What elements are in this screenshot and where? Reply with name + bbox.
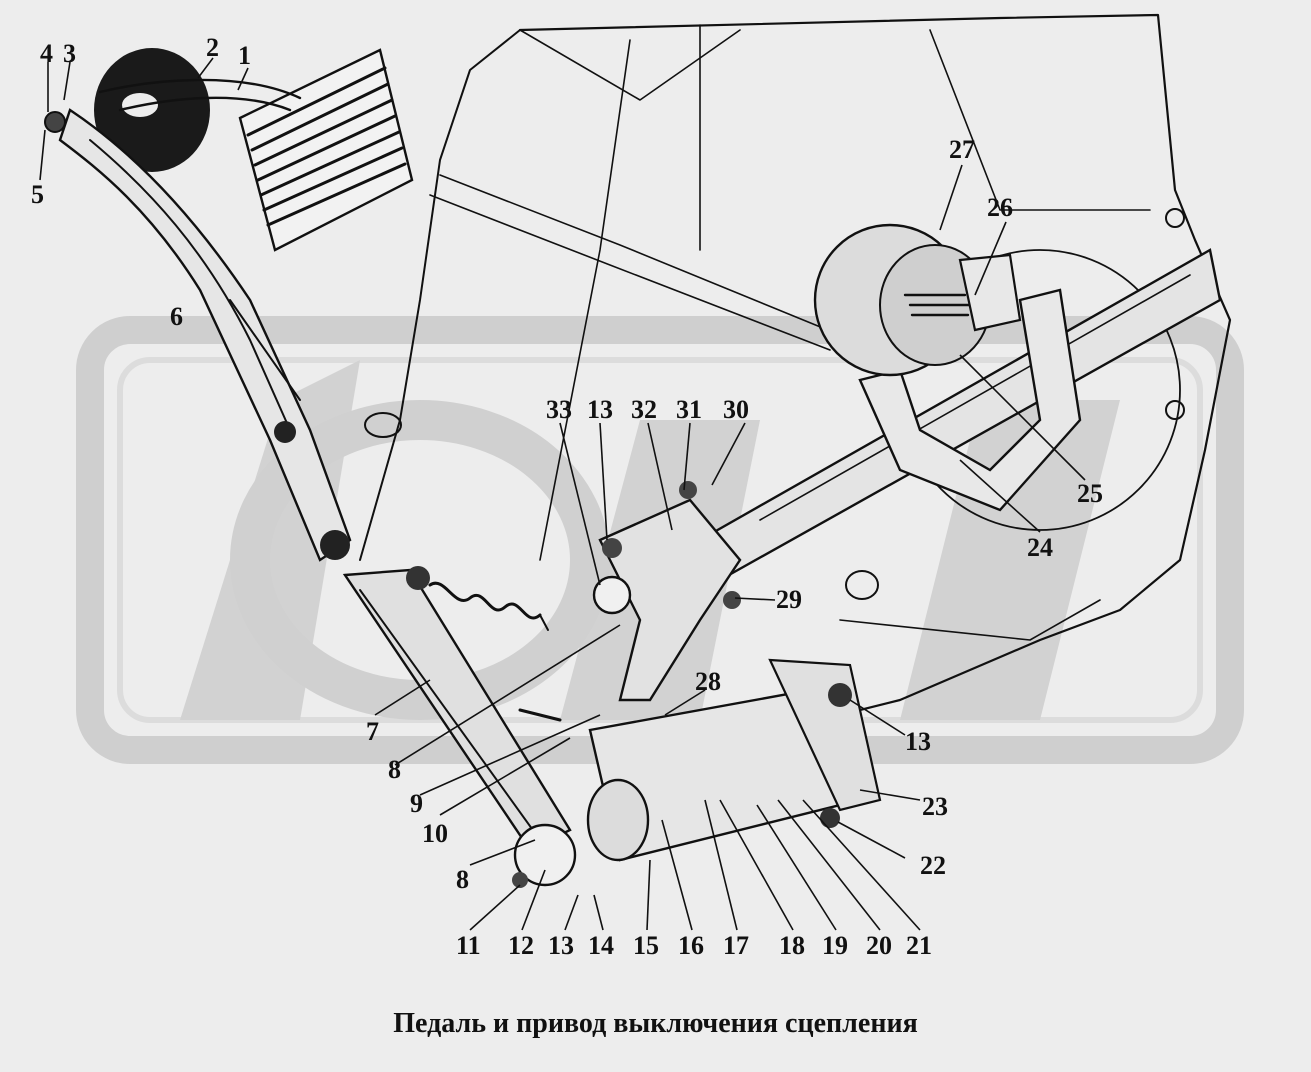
- leader-lines: [39, 57, 1086, 931]
- callout-18: 18: [779, 931, 805, 960]
- callout-33: 33: [546, 395, 572, 424]
- clutch-housing: [359, 13, 1232, 722]
- callout-12: 12: [508, 931, 534, 960]
- callout-16: 16: [678, 931, 704, 960]
- callout-7: 7: [366, 717, 379, 746]
- callout-23: 23: [922, 792, 948, 821]
- callout-1: 1: [238, 41, 251, 70]
- callout-26: 26: [987, 193, 1013, 222]
- callout-30: 30: [723, 395, 749, 424]
- callout-25: 25: [1077, 479, 1103, 508]
- cross-shaft: [512, 658, 882, 888]
- callout-13-top: 13: [587, 395, 613, 424]
- callout-32: 32: [631, 395, 657, 424]
- callout-9: 9: [410, 789, 423, 818]
- callout-22: 22: [920, 851, 946, 880]
- callout-8-lower: 8: [456, 865, 469, 894]
- callout-21: 21: [906, 931, 932, 960]
- callout-4: 4: [40, 39, 53, 68]
- callout-6: 6: [170, 302, 183, 331]
- figure-caption: Педаль и привод выключения сцепления: [393, 1008, 918, 1039]
- return-spring: [428, 581, 549, 631]
- callout-13-right: 13: [905, 727, 931, 756]
- callout-labels: 1 2 3 4 5 6 7 8 8 9 10 11 12 13 13 13 13…: [31, 33, 1103, 960]
- callout-15: 15: [633, 931, 659, 960]
- lower-lever: [342, 566, 572, 852]
- callout-17: 17: [723, 931, 749, 960]
- callout-19: 19: [822, 931, 848, 960]
- callout-29: 29: [776, 585, 802, 614]
- callout-10: 10: [422, 819, 448, 848]
- callout-27: 27: [949, 135, 975, 164]
- callout-13-bottom: 13: [548, 931, 574, 960]
- callout-5: 5: [31, 180, 44, 209]
- intermediate-bracket: [592, 481, 742, 702]
- callout-3: 3: [63, 39, 76, 68]
- callout-11: 11: [456, 931, 481, 960]
- callout-28: 28: [695, 667, 721, 696]
- pedal-lever: [44, 78, 352, 562]
- callout-24: 24: [1027, 533, 1053, 562]
- callout-8-upper: 8: [388, 755, 401, 784]
- release-bearing: [813, 223, 1022, 377]
- pedal-pad: [238, 48, 414, 252]
- callout-20: 20: [866, 931, 892, 960]
- callout-2: 2: [206, 33, 219, 62]
- callout-14: 14: [588, 931, 614, 960]
- callout-31: 31: [676, 395, 702, 424]
